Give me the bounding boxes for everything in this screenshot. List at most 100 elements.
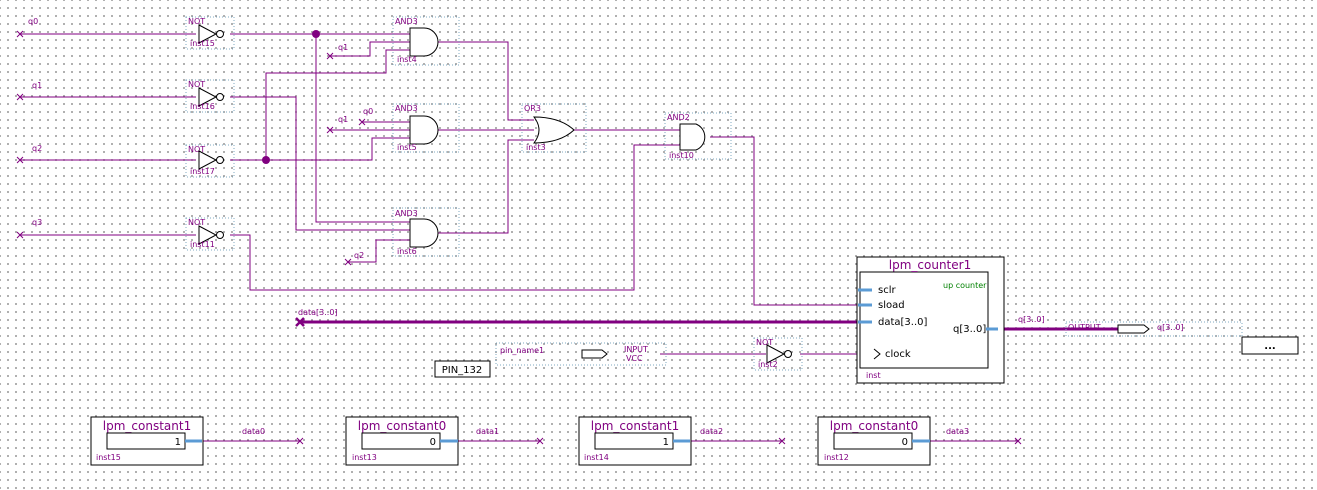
end-mark bbox=[16, 30, 24, 38]
gate-type-label: AND3 bbox=[395, 104, 418, 113]
wire-label-q3: q3 bbox=[32, 218, 42, 227]
wire-labels: q0 q1 q2 q3 q1 q0 q1 q2 data[3..0] q[3..… bbox=[28, 17, 1045, 436]
gate-type-label: AND3 bbox=[395, 209, 418, 218]
end-mark bbox=[358, 118, 366, 126]
not-gate-inst15[interactable]: NOT inst15 bbox=[185, 16, 235, 50]
end-mark bbox=[326, 126, 334, 134]
output-pin-type: OUTPUT bbox=[1068, 323, 1101, 332]
wire-label-data-bus: data[3..0] bbox=[298, 308, 338, 317]
gate-instance-label: inst3 bbox=[526, 143, 546, 152]
wire-label-data0: data0 bbox=[242, 427, 265, 436]
lpm-counter-block[interactable]: lpm_counter1 up counter sclr sload data[… bbox=[856, 256, 1005, 384]
gate-frame bbox=[392, 103, 460, 153]
or-gate-body bbox=[532, 116, 575, 144]
not-gate-body bbox=[198, 225, 218, 245]
wire-inst6-out[interactable] bbox=[438, 139, 534, 234]
input-pin-type: INPUT bbox=[624, 345, 648, 354]
constant-value: 1 bbox=[175, 437, 181, 448]
or3-gate-inst3[interactable]: OR3 inst3 bbox=[521, 103, 587, 153]
not-gate-inst2[interactable]: NOT inst2 bbox=[753, 337, 803, 371]
gate-type-label: NOT bbox=[188, 145, 205, 154]
gate-type-label: OR3 bbox=[524, 104, 541, 113]
gate-type-label: NOT bbox=[188, 218, 205, 227]
constant-value-box bbox=[106, 432, 186, 450]
not-gate-body bbox=[198, 150, 218, 170]
constant-instance-label: inst15 bbox=[96, 453, 121, 462]
port-q: q[3..0] bbox=[953, 324, 986, 335]
input-pin[interactable]: pin_name1 INPUT VCC bbox=[495, 342, 667, 366]
gate-instance-label: inst11 bbox=[190, 240, 215, 249]
end-mark bbox=[778, 437, 786, 445]
constant-title: lpm_constant1 bbox=[103, 419, 191, 433]
constant-instance-label: inst14 bbox=[584, 453, 609, 462]
gate-type-label: NOT bbox=[188, 17, 205, 26]
wire-inst10-out[interactable] bbox=[710, 136, 860, 306]
and-gate-body bbox=[679, 123, 706, 151]
gate-instance-label: inst16 bbox=[190, 102, 215, 111]
wire-nq0-to-inst6[interactable] bbox=[315, 34, 410, 223]
not-gate-inst16[interactable]: NOT inst16 bbox=[185, 79, 235, 113]
counter-body bbox=[859, 271, 989, 369]
wire-label-q-bus: q[3..0] bbox=[1018, 315, 1045, 324]
wire-q1-to-inst4[interactable] bbox=[330, 41, 410, 57]
clock-edge-icon bbox=[873, 348, 881, 360]
output-pin-arrow bbox=[1117, 324, 1150, 334]
end-mark bbox=[296, 437, 304, 445]
and-gate-body bbox=[409, 218, 439, 248]
constant-title: lpm_constant0 bbox=[830, 419, 918, 433]
junction-dot bbox=[262, 156, 270, 164]
constant-value: 0 bbox=[902, 437, 908, 448]
pin-frame bbox=[495, 342, 667, 366]
port-sclr: sclr bbox=[878, 285, 896, 296]
gate-frame bbox=[392, 207, 460, 257]
wire-inst4-out[interactable] bbox=[438, 41, 534, 121]
output-pin[interactable]: OUTPUT q[3..0] bbox=[1065, 321, 1243, 337]
gate-frame bbox=[392, 16, 460, 66]
not-gate-inst11[interactable]: NOT inst11 bbox=[185, 217, 235, 251]
wire-label-data1: data1 bbox=[476, 427, 499, 436]
constant-title: lpm_constant0 bbox=[358, 419, 446, 433]
port-data: data[3..0] bbox=[878, 317, 928, 328]
lpm-constant-inst15[interactable]: lpm_constant1 1 inst15 bbox=[90, 416, 204, 466]
lpm-constant-inst12[interactable]: lpm_constant0 0 inst12 bbox=[817, 416, 931, 466]
end-mark bbox=[16, 93, 24, 101]
wire-nq3[interactable] bbox=[230, 144, 680, 291]
not-gate-bubble bbox=[216, 30, 224, 38]
output-pin-name: q[3..0] bbox=[1157, 323, 1184, 332]
pin-location-box bbox=[434, 360, 491, 378]
input-pin-default: VCC bbox=[626, 354, 643, 363]
output-pin-location-tag[interactable]: ... bbox=[1241, 336, 1299, 355]
gate-frame bbox=[664, 112, 732, 160]
gate-instance-label: inst4 bbox=[397, 55, 417, 64]
gate-frame bbox=[185, 144, 235, 178]
and3-gate-inst4[interactable]: AND3 inst4 bbox=[392, 16, 460, 66]
not-gate-body bbox=[198, 24, 218, 44]
gate-frame bbox=[185, 217, 235, 251]
and2-gate-inst10[interactable]: AND2 inst10 bbox=[664, 112, 732, 160]
wire-label-q2: q2 bbox=[32, 144, 42, 153]
wire-label-data2: data2 bbox=[700, 427, 723, 436]
and3-gate-inst5[interactable]: AND3 inst5 bbox=[392, 103, 460, 153]
and3-gate-inst6[interactable]: AND3 inst6 bbox=[392, 207, 460, 257]
wire-nq2[interactable] bbox=[230, 137, 410, 161]
end-mark bbox=[16, 231, 24, 239]
end-mark bbox=[344, 258, 352, 266]
wire-nq1[interactable] bbox=[230, 96, 410, 231]
not-gate-body bbox=[198, 87, 218, 107]
and-gate-body bbox=[409, 27, 439, 57]
gate-frame bbox=[185, 79, 235, 113]
wire-nq2-to-inst4[interactable] bbox=[265, 49, 410, 160]
constant-value-box bbox=[361, 432, 441, 450]
gate-type-label: NOT bbox=[188, 80, 205, 89]
gate-frame bbox=[185, 16, 235, 50]
lpm-constant-inst13[interactable]: lpm_constant0 0 inst13 bbox=[345, 416, 459, 466]
not-gate-inst17[interactable]: NOT inst17 bbox=[185, 144, 235, 178]
pin-frame bbox=[1065, 321, 1243, 337]
constant-value-box bbox=[594, 432, 674, 450]
port-clock: clock bbox=[885, 349, 911, 360]
pin-location-tag[interactable]: PIN_132 bbox=[434, 360, 491, 378]
gate-instance-label: inst5 bbox=[397, 143, 417, 152]
end-mark bbox=[1014, 437, 1022, 445]
wire-label-q0-inst5: q0 bbox=[363, 107, 373, 116]
lpm-constant-inst14[interactable]: lpm_constant1 1 inst14 bbox=[578, 416, 692, 466]
